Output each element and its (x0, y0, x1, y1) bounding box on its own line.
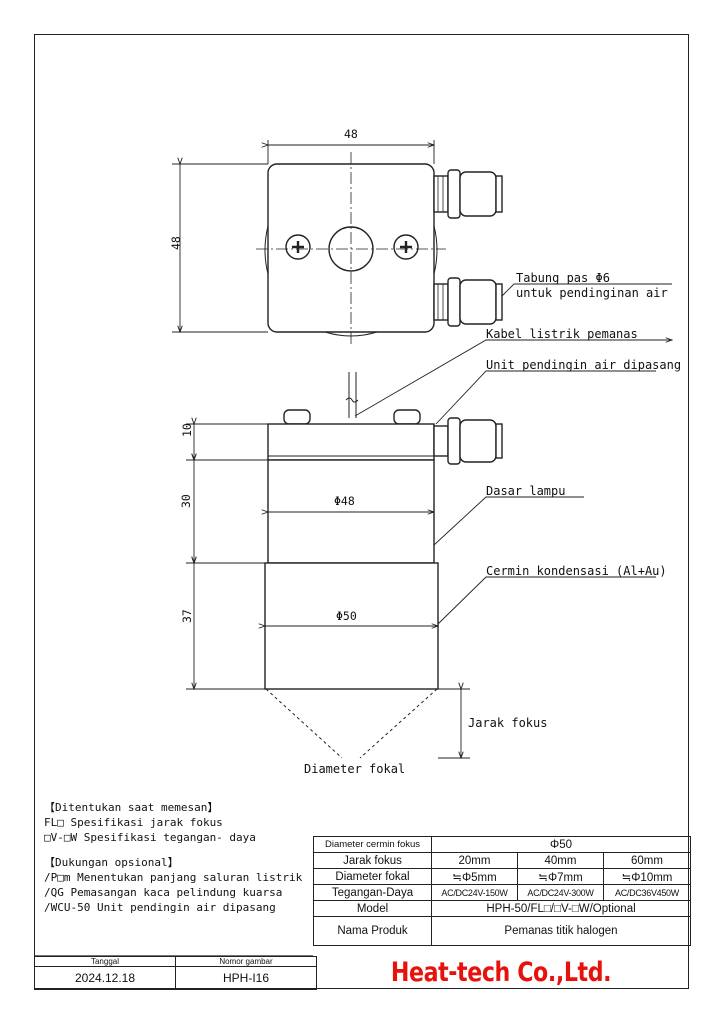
spec-value: AC/DC24V-300W (517, 884, 604, 901)
dim-top-width: 48 (344, 127, 358, 141)
spec-value: Φ50 (431, 836, 691, 853)
screw-right-icon (393, 234, 419, 260)
callout-mirror: Cermin kondensasi (Al+Au) (486, 564, 667, 578)
option-item: /WCU-50 Unit pendingin air dipasang (44, 901, 276, 914)
spec-row-name: Nama Produk Pemanas titik halogen (313, 916, 691, 946)
order-title: 【Ditentukan saat memesan】 (44, 801, 219, 814)
spec-label: Diameter cermin fokus (313, 836, 432, 853)
callout-tube: Tabung pas Φ6 (516, 271, 610, 285)
dim-height-1: 10 (180, 423, 194, 437)
spec-label: Model (313, 900, 432, 917)
spec-table: Diameter cermin fokus Φ50 Jarak fokus 20… (313, 836, 691, 946)
fitting-side-icon (433, 417, 503, 465)
spec-value: AC/DC36V450W (603, 884, 691, 901)
spec-row-power: Tegangan-Daya AC/DC24V-150W AC/DC24V-300… (313, 884, 691, 901)
screw-left-icon (285, 234, 311, 260)
spec-value: ≒Φ10mm (603, 868, 691, 885)
dim-diameter-50: Φ50 (336, 609, 357, 623)
spec-value: 60mm (603, 852, 691, 869)
company-logo: Heat-tech Co.,Ltd. (390, 957, 612, 988)
order-item: □V-□W Spesifikasi tegangan- daya (44, 831, 256, 844)
spec-label: Diameter fokal (313, 868, 432, 885)
spec-value: 20mm (431, 852, 518, 869)
fitting-lower-icon (433, 277, 503, 327)
dim-top-height: 48 (169, 236, 183, 250)
spec-value: ≒Φ7mm (517, 868, 604, 885)
callout-cooling: Unit pendingin air dipasang (486, 358, 681, 372)
lamp-base-section (267, 459, 435, 564)
drawing-no-value: HPH-I16 (175, 966, 317, 990)
spec-value: Pemanas titik halogen (431, 916, 691, 946)
spec-row-model: Model HPH-50/FL□/□V-□W/Optional (313, 900, 691, 917)
dim-height-2: 30 (179, 494, 193, 508)
spec-label: Nama Produk (313, 916, 432, 946)
callout-tube-2: untuk pendinginan air (516, 286, 668, 300)
top-dimensions (172, 140, 434, 332)
side-dimensions (186, 424, 470, 758)
order-item: FL□ Spesifikasi jarak fokus (44, 816, 223, 829)
callout-focal-distance: Jarak fokus (468, 716, 547, 730)
dim-diameter-48: Φ48 (334, 494, 355, 508)
option-item: /P□m Menentukan panjang saluran listrik (44, 871, 303, 884)
order-notes: 【Ditentukan saat memesan】 FL□ Spesifikas… (44, 800, 302, 915)
spec-value: ≒Φ5mm (431, 868, 518, 885)
spec-row-mirror: Diameter cermin fokus Φ50 (313, 836, 691, 853)
spec-value: 40mm (517, 852, 604, 869)
fitting-upper-icon (433, 169, 503, 219)
spec-value: HPH-50/FL□/□V-□W/Optional (431, 900, 691, 917)
spec-row-diameter: Diameter fokal ≒Φ5mm ≒Φ7mm ≒Φ10mm (313, 868, 691, 885)
option-item: /QG Pemasangan kaca pelindung kuarsa (44, 886, 283, 899)
date-caption: Tanggal (34, 956, 176, 967)
drawing-sheet (34, 34, 689, 989)
spec-value: AC/DC24V-150W (431, 884, 518, 901)
spec-label: Tegangan-Daya (313, 884, 432, 901)
top-view (256, 152, 503, 346)
date-value: 2024.12.18 (34, 966, 176, 990)
side-view (264, 372, 503, 759)
option-title: 【Dukungan opsional】 (44, 856, 179, 869)
drawing-no-caption: Nomor gambar (175, 956, 317, 967)
callout-leaders (354, 283, 672, 625)
cooling-unit-section (267, 423, 435, 461)
date-drawing-box: Tanggal Nomor gambar 2024.12.18 HPH-I16 (34, 956, 317, 990)
callout-cable: Kabel listrik pemanas (486, 327, 638, 341)
dim-height-3: 37 (180, 609, 194, 623)
callout-base: Dasar lampu (486, 484, 565, 498)
callout-focal-diameter: Diameter fokal (304, 762, 405, 776)
spec-row-focal: Jarak fokus 20mm 40mm 60mm (313, 852, 691, 869)
spec-label: Jarak fokus (313, 852, 432, 869)
